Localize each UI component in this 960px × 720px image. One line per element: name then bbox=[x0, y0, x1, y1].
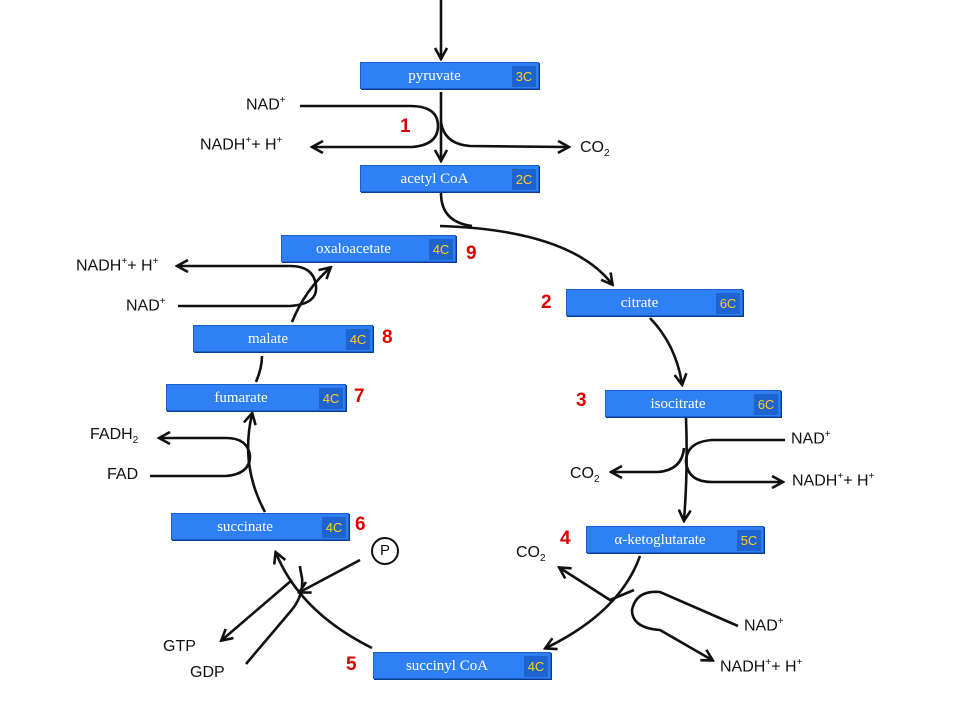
nadh-label-step4: NADH++ H+ bbox=[720, 657, 803, 676]
molecule-name: malate bbox=[248, 331, 288, 347]
step-number-1: 1 bbox=[400, 116, 411, 137]
molecule-name: isocitrate bbox=[650, 396, 706, 412]
arrow-step4-nad bbox=[630, 590, 739, 660]
carbon-count-badge: 2C bbox=[512, 169, 536, 190]
molecule-name: citrate bbox=[620, 295, 659, 311]
arrow-step4-co2 bbox=[560, 568, 635, 602]
co2-label-step3: CO2 bbox=[570, 465, 600, 486]
nadh-label-step3: NADH++ H+ bbox=[792, 471, 875, 490]
molecule-box-citrate: citrate 6C bbox=[566, 289, 743, 316]
carbon-count-badge: 6C bbox=[754, 394, 778, 415]
arc-to-isocitrate bbox=[649, 317, 682, 384]
co2-label-step1: CO2 bbox=[580, 139, 610, 160]
molecule-name: succinyl CoA bbox=[405, 658, 489, 674]
nad-label-step9: NAD+ bbox=[126, 296, 166, 315]
molecule-box-succinate: succinate 4C bbox=[171, 513, 349, 540]
arc-to-citrate bbox=[439, 224, 612, 284]
arrow-step9-nad bbox=[178, 266, 318, 308]
molecule-name: oxaloacetate bbox=[316, 241, 391, 257]
molecule-box-pyruvate: pyruvate 3C bbox=[360, 62, 539, 89]
nad-label-step1: NAD+ bbox=[246, 95, 286, 114]
molecule-box-malate: malate 4C bbox=[193, 325, 373, 352]
arrow-step5-phosphate bbox=[300, 558, 361, 592]
arrow-step3-nad bbox=[684, 438, 785, 482]
molecule-box-alpha-ketoglutarate: α-ketoglutarate 5C bbox=[586, 526, 764, 553]
arrow-step1-co2 bbox=[439, 121, 568, 147]
molecule-name: fumarate bbox=[214, 390, 268, 406]
co2-label-step4: CO2 bbox=[516, 544, 546, 565]
step-number-2: 2 bbox=[541, 292, 552, 313]
molecule-box-succinyl-coa: succinyl CoA 4C bbox=[373, 652, 551, 679]
step-number-7: 7 bbox=[354, 386, 365, 407]
carbon-count-badge: 6C bbox=[716, 293, 740, 314]
gtp-label: GTP bbox=[163, 638, 196, 655]
arrow-step5-gtp bbox=[222, 579, 293, 640]
molecule-box-fumarate: fumarate 4C bbox=[166, 384, 346, 411]
carbon-count-badge: 3C bbox=[512, 66, 536, 87]
nadh-label-step9: NADH++ H+ bbox=[76, 256, 159, 275]
arrow-step7-fad bbox=[150, 438, 252, 478]
arrow-step5-gdp bbox=[245, 565, 304, 665]
arc-to-fumarate bbox=[248, 414, 267, 513]
fad-label: FAD bbox=[107, 466, 139, 483]
nad-label-step4: NAD+ bbox=[744, 616, 784, 635]
molecule-box-isocitrate: isocitrate 6C bbox=[605, 390, 781, 417]
carbon-count-badge: 4C bbox=[319, 388, 343, 409]
molecule-box-oxaloacetate: oxaloacetate 4C bbox=[281, 235, 456, 262]
fadh2-label: FADH2 bbox=[90, 426, 139, 447]
arc-to-succinate bbox=[276, 553, 373, 650]
arc-to-oxaloacetate bbox=[290, 268, 330, 323]
arc-to-succinyl-coa bbox=[546, 555, 642, 648]
arc-to-malate bbox=[254, 355, 264, 383]
gdp-label: GDP bbox=[190, 664, 225, 681]
carbon-count-badge: 4C bbox=[346, 329, 370, 350]
molecule-name: acetyl CoA bbox=[400, 171, 469, 187]
carbon-count-badge: 5C bbox=[737, 530, 761, 551]
step-number-3: 3 bbox=[576, 390, 587, 411]
molecule-box-acetyl-coa: acetyl CoA 2C bbox=[360, 165, 539, 192]
step-number-5: 5 bbox=[346, 654, 357, 675]
step-number-8: 8 bbox=[382, 327, 393, 348]
nad-label-step3: NAD+ bbox=[791, 429, 831, 448]
step-number-6: 6 bbox=[355, 514, 366, 535]
arrow-acetylcoa-into-cycle bbox=[439, 192, 473, 228]
carbon-count-badge: 4C bbox=[524, 656, 548, 677]
molecule-name: α-ketoglutarate bbox=[614, 532, 706, 548]
carbon-count-badge: 4C bbox=[322, 517, 346, 538]
step-number-4: 4 bbox=[560, 528, 571, 549]
arrow-step3-co2 bbox=[612, 447, 686, 472]
step-number-9: 9 bbox=[466, 243, 477, 264]
nadh-label-step1: NADH++ H+ bbox=[200, 135, 283, 154]
molecule-name: succinate bbox=[217, 519, 273, 535]
arrow-step1-nad bbox=[300, 104, 440, 147]
phosphate-circle: P bbox=[371, 537, 399, 565]
carbon-count-badge: 4C bbox=[429, 239, 453, 260]
molecule-name: pyruvate bbox=[408, 68, 461, 84]
